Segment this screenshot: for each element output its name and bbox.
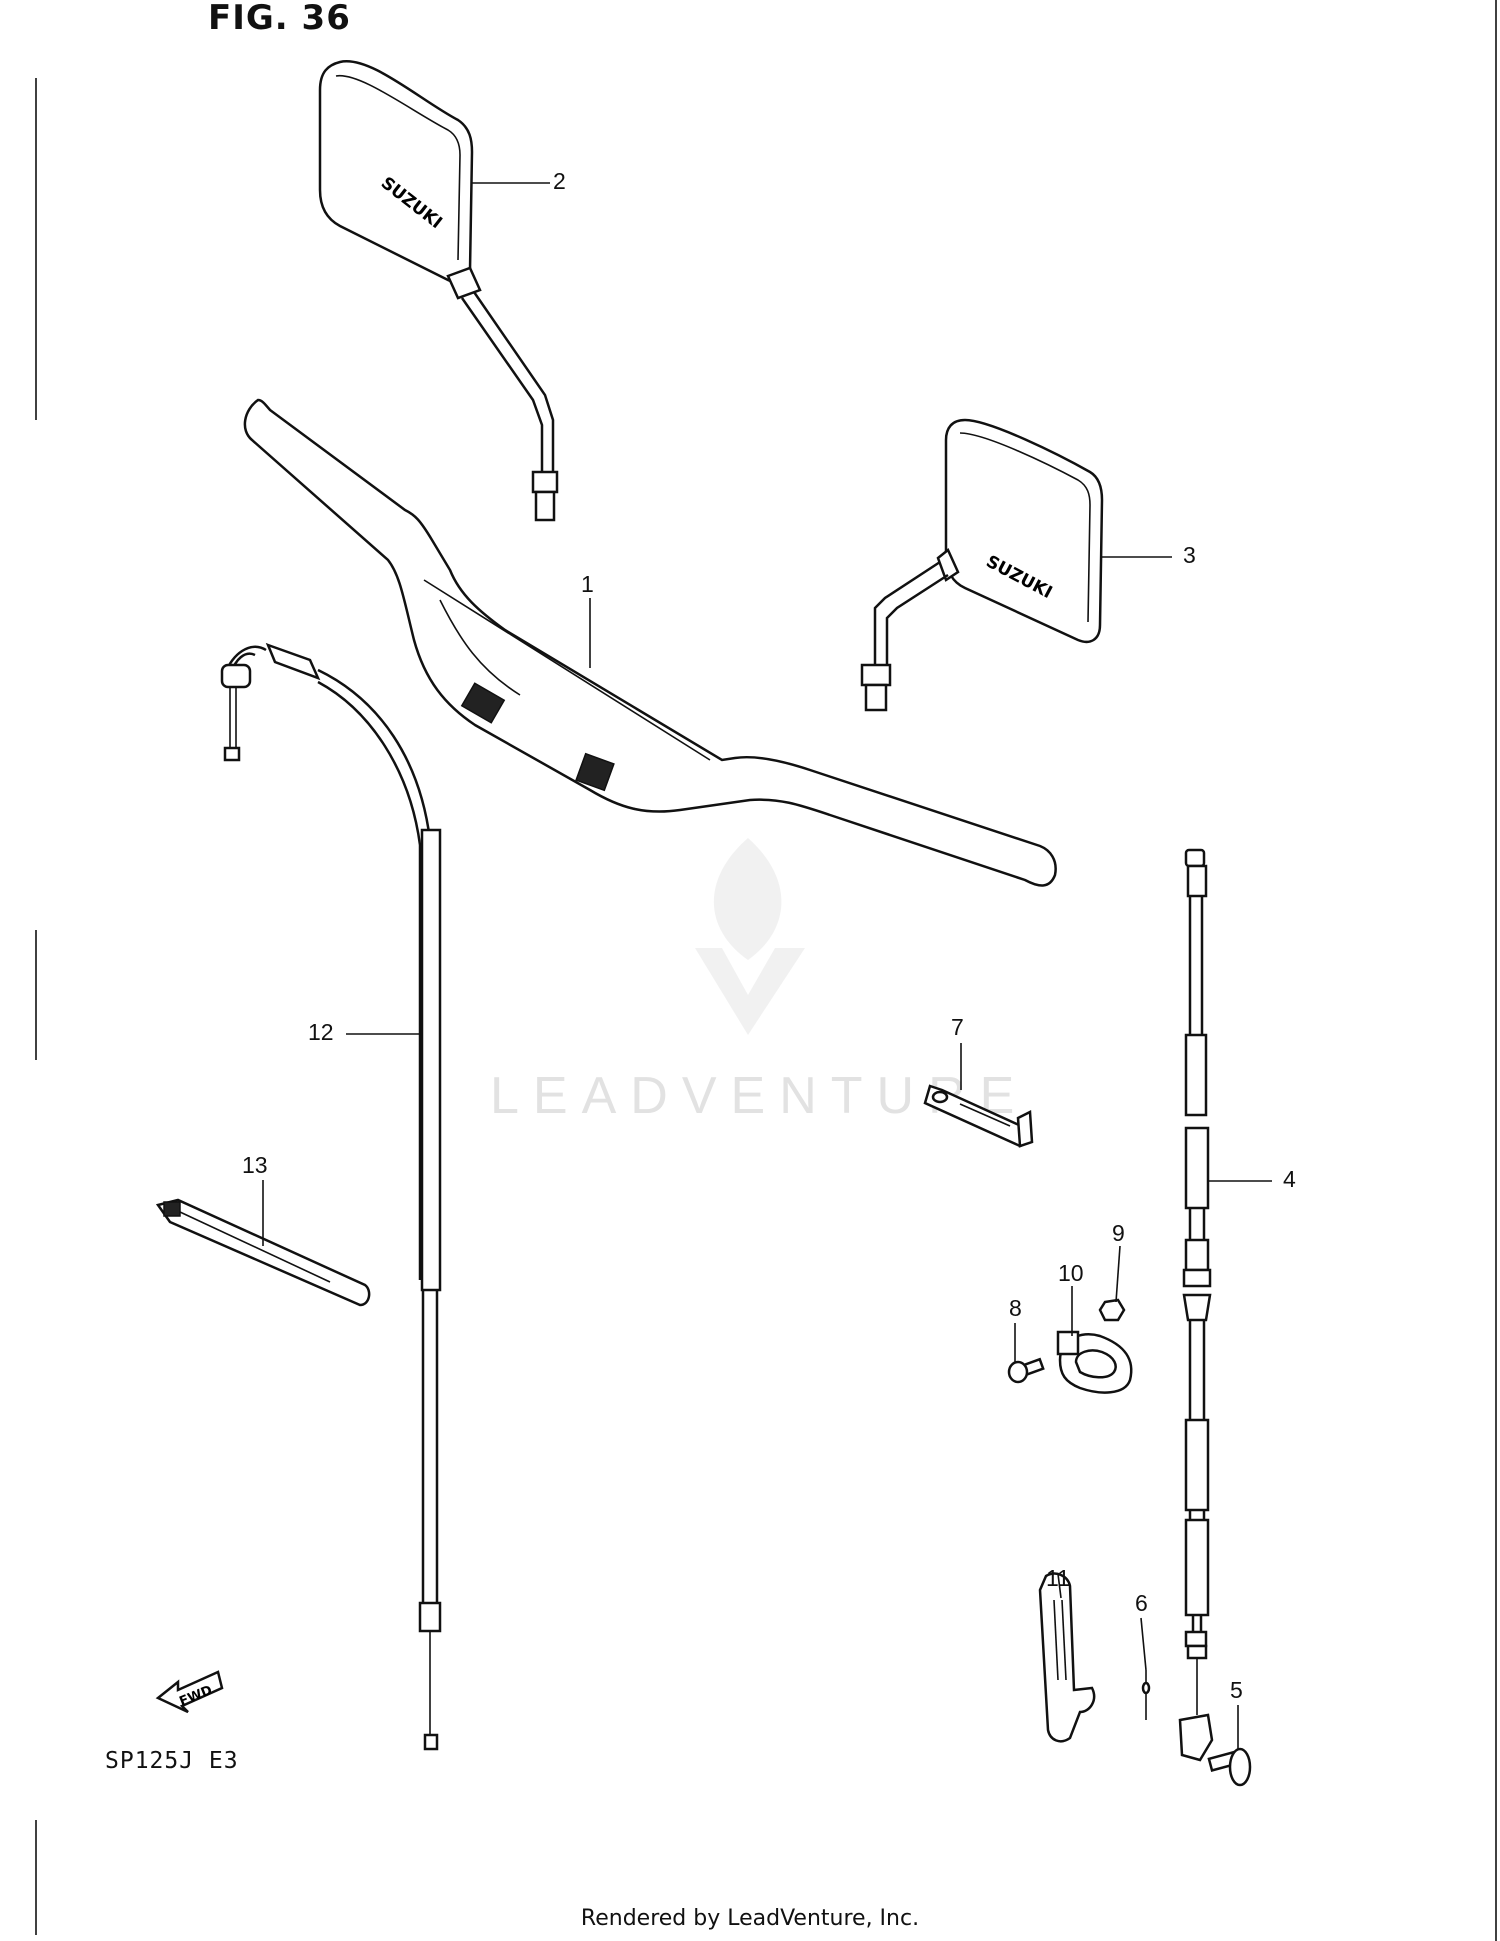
watermark-logo — [695, 838, 805, 1035]
cable-strap — [155, 1198, 371, 1307]
figure-title: FIG. 36 — [208, 0, 351, 38]
bracket-7 — [923, 1084, 1034, 1148]
footer-credit: Rendered by LeadVenture, Inc. — [580, 1906, 920, 1931]
leader-lines — [262, 182, 1272, 1750]
callout-9: 9 — [1112, 1220, 1125, 1246]
pin-6 — [1141, 1670, 1151, 1720]
callout-4: 4 — [1283, 1166, 1296, 1192]
callout-10: 10 — [1058, 1260, 1084, 1286]
clutch-cable — [1178, 848, 1214, 1762]
callout-8: 8 — [1009, 1295, 1022, 1321]
nut-9 — [1098, 1298, 1126, 1322]
callout-3: 3 — [1183, 542, 1196, 568]
fwd-arrow-icon: FWD — [155, 1670, 224, 1714]
callout-11: 11 — [1046, 1565, 1070, 1591]
throttle-cable — [220, 642, 442, 1751]
handlebar — [243, 398, 1057, 887]
screw-8 — [1007, 1357, 1045, 1384]
model-code: SP125J E3 — [105, 1748, 239, 1774]
mirror-left: SUZUKI — [318, 60, 559, 522]
callout-7: 7 — [951, 1014, 964, 1040]
callout-5: 5 — [1230, 1677, 1243, 1703]
callout-13: 13 — [242, 1152, 268, 1178]
mirror-right: SUZUKI — [860, 418, 1104, 712]
callout-6: 6 — [1135, 1590, 1148, 1616]
bolt-5 — [1207, 1747, 1252, 1787]
holder-11 — [1038, 1572, 1096, 1743]
clamp-10 — [1056, 1330, 1133, 1394]
callout-1: 1 — [581, 571, 594, 597]
margin-marks — [35, 0, 1497, 1941]
callout-12: 12 — [308, 1019, 334, 1045]
callout-2: 2 — [553, 168, 566, 194]
